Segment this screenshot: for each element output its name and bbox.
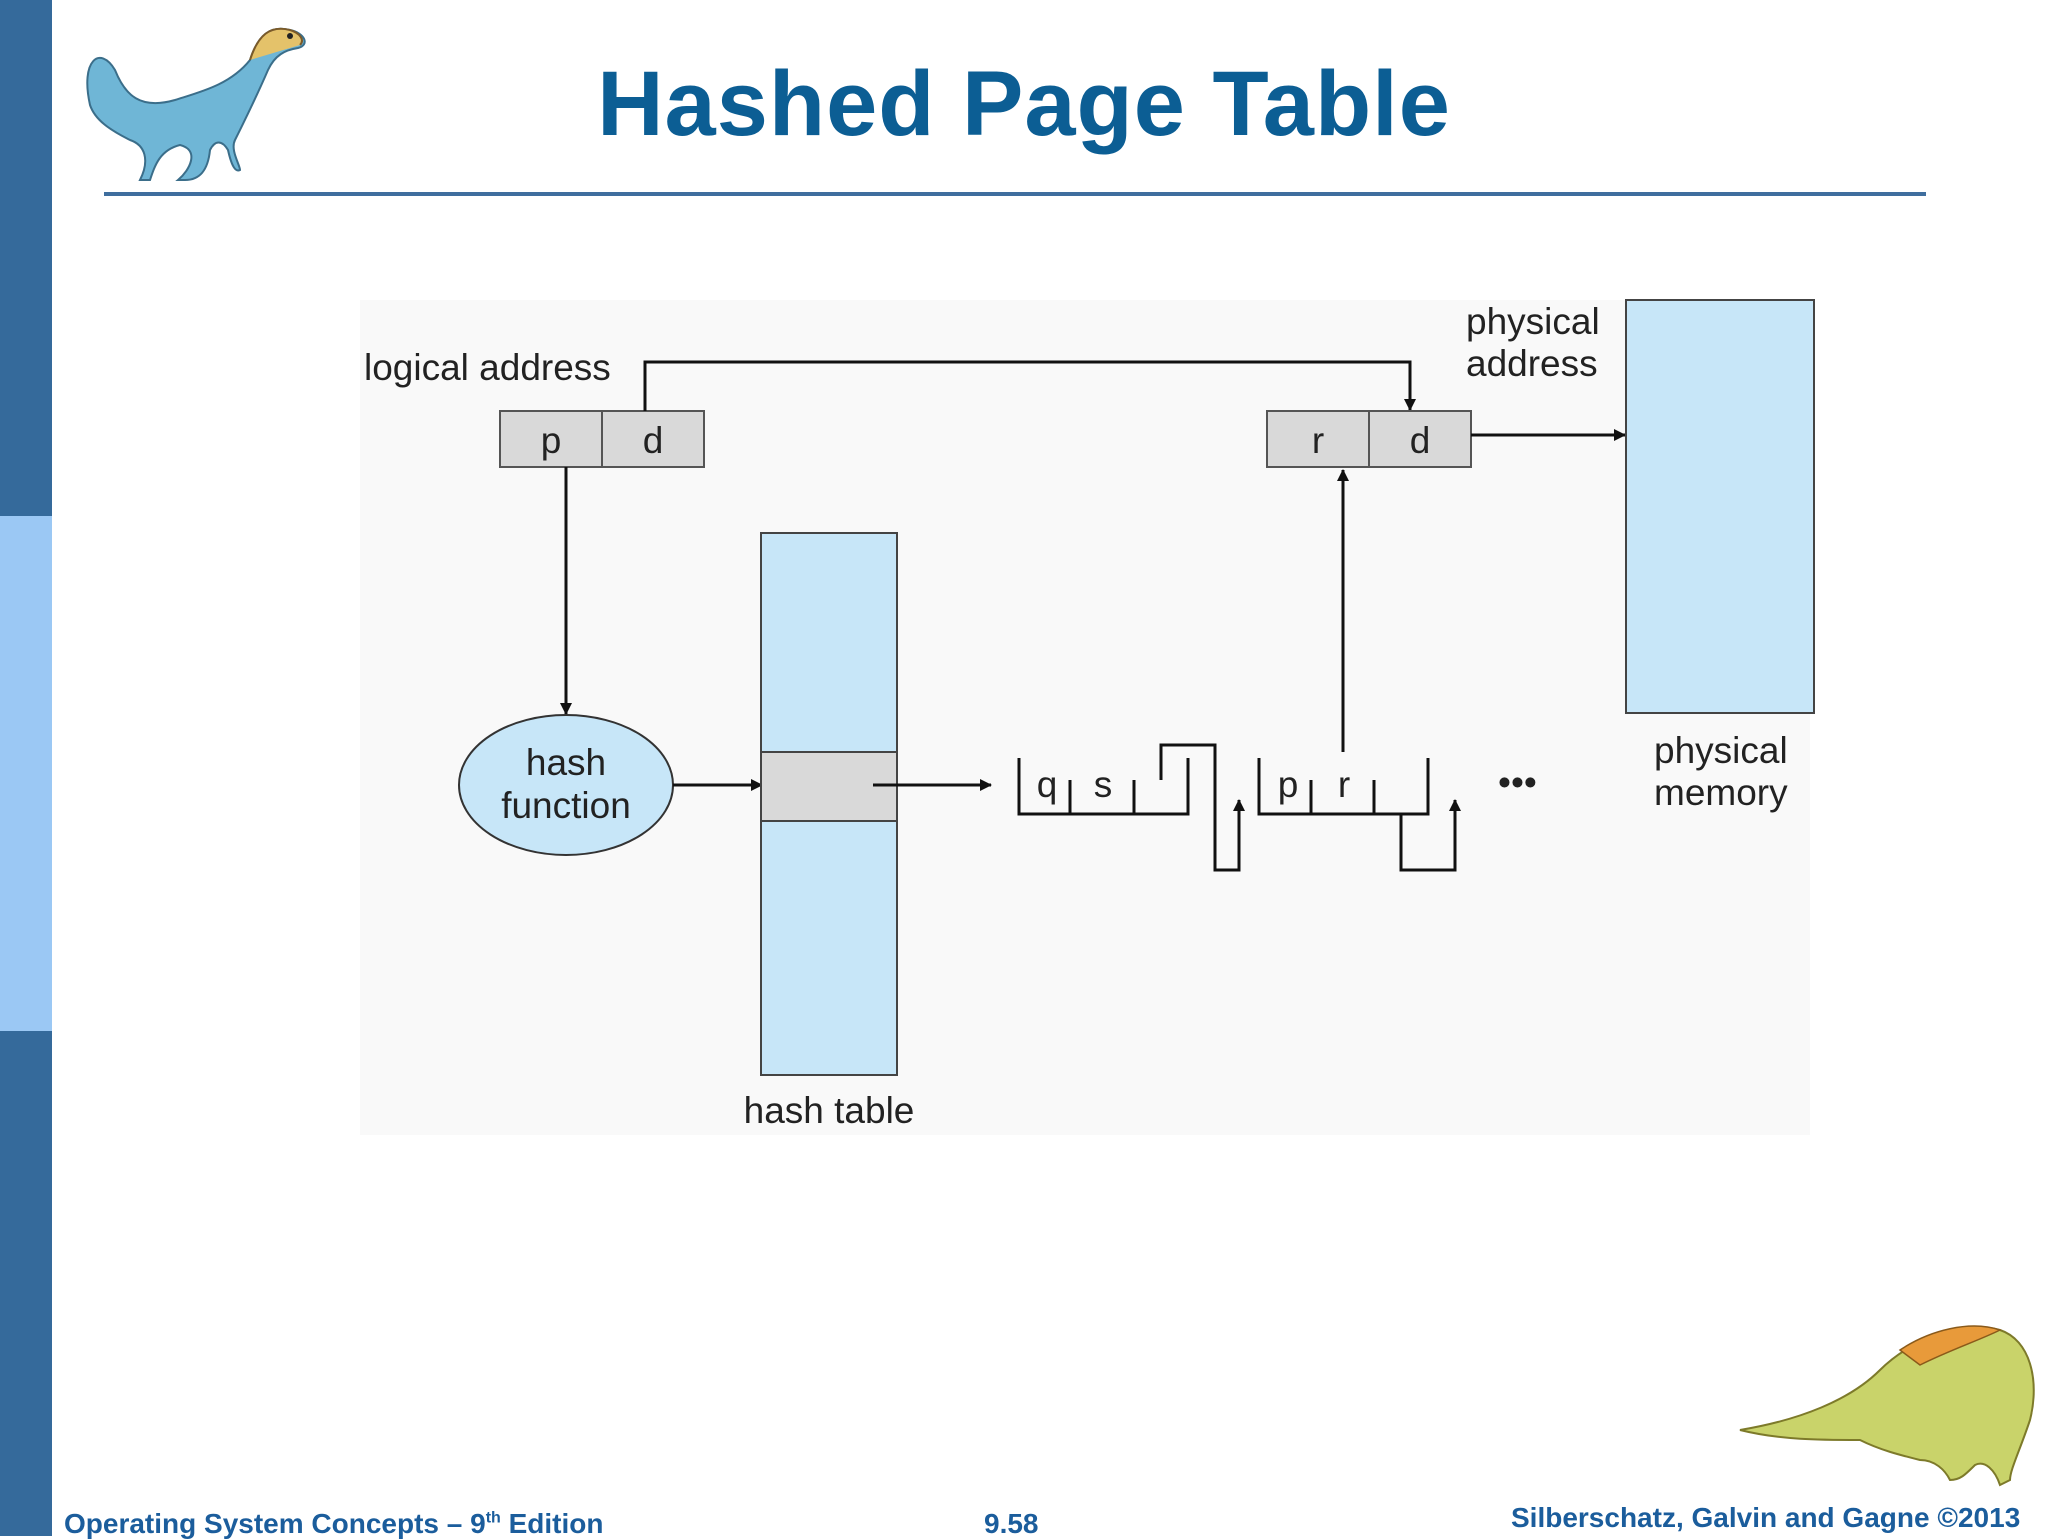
hash-function-label-line2: function <box>501 785 631 826</box>
chain-node-2-key: p <box>1278 764 1299 805</box>
hash-table-label: hash table <box>744 1090 915 1131</box>
logical-address-label: logical address <box>364 347 611 388</box>
sidebar-segment-top <box>0 0 52 516</box>
sidebar-segment-middle <box>0 516 52 1031</box>
footer-page-number: 9.58 <box>984 1508 1039 1539</box>
physical-address-label-line2: address <box>1466 343 1598 384</box>
chain-node-2 <box>1257 758 1430 816</box>
dinosaur-bottom-right-icon <box>1739 1325 2035 1487</box>
physical-frame-field: r <box>1312 420 1324 461</box>
dinosaur-top-left-icon <box>86 27 306 181</box>
chain-node-1 <box>1017 758 1190 816</box>
sidebar-segment-bottom <box>0 1031 52 1536</box>
physical-address-label-line1: physical <box>1466 301 1600 342</box>
footer-edition-word: Edition <box>500 1508 604 1539</box>
chain-node-1-value: s <box>1094 764 1113 805</box>
footer-copyright: Silberschatz, Galvin and Gagne ©2013 <box>1511 1502 2021 1533</box>
offset-copy-arrow <box>643 360 1416 411</box>
hash-function-label-line1: hash <box>526 742 606 783</box>
chain-node-1-key: q <box>1037 764 1058 805</box>
footer-edition-suffix: th <box>485 1509 501 1527</box>
physical-memory-block <box>1625 299 1815 714</box>
chain-node-1-pointer <box>1159 743 1245 872</box>
physical-memory-label-line1: physical <box>1654 730 1788 771</box>
slide-title: Hashed Page Table <box>597 53 1451 155</box>
logical-page-field: p <box>541 420 562 461</box>
logical-offset-field: d <box>643 420 664 461</box>
chain-ellipsis: ••• <box>1498 762 1537 803</box>
chain-node-2-value: r <box>1338 764 1350 805</box>
physical-address-box: r d <box>1266 410 1472 468</box>
footer-book-title: Operating System Concepts – 9th Edition <box>64 1508 603 1540</box>
logical-address-box: p d <box>499 410 705 468</box>
chain-node-2-pointer <box>1399 799 1461 872</box>
slide-sidebar <box>0 0 52 1536</box>
title-divider <box>104 192 1926 196</box>
physical-offset-field: d <box>1410 420 1431 461</box>
physical-memory-label-line2: memory <box>1654 772 1788 813</box>
footer-book-title-text: Operating System Concepts – 9 <box>64 1508 486 1539</box>
